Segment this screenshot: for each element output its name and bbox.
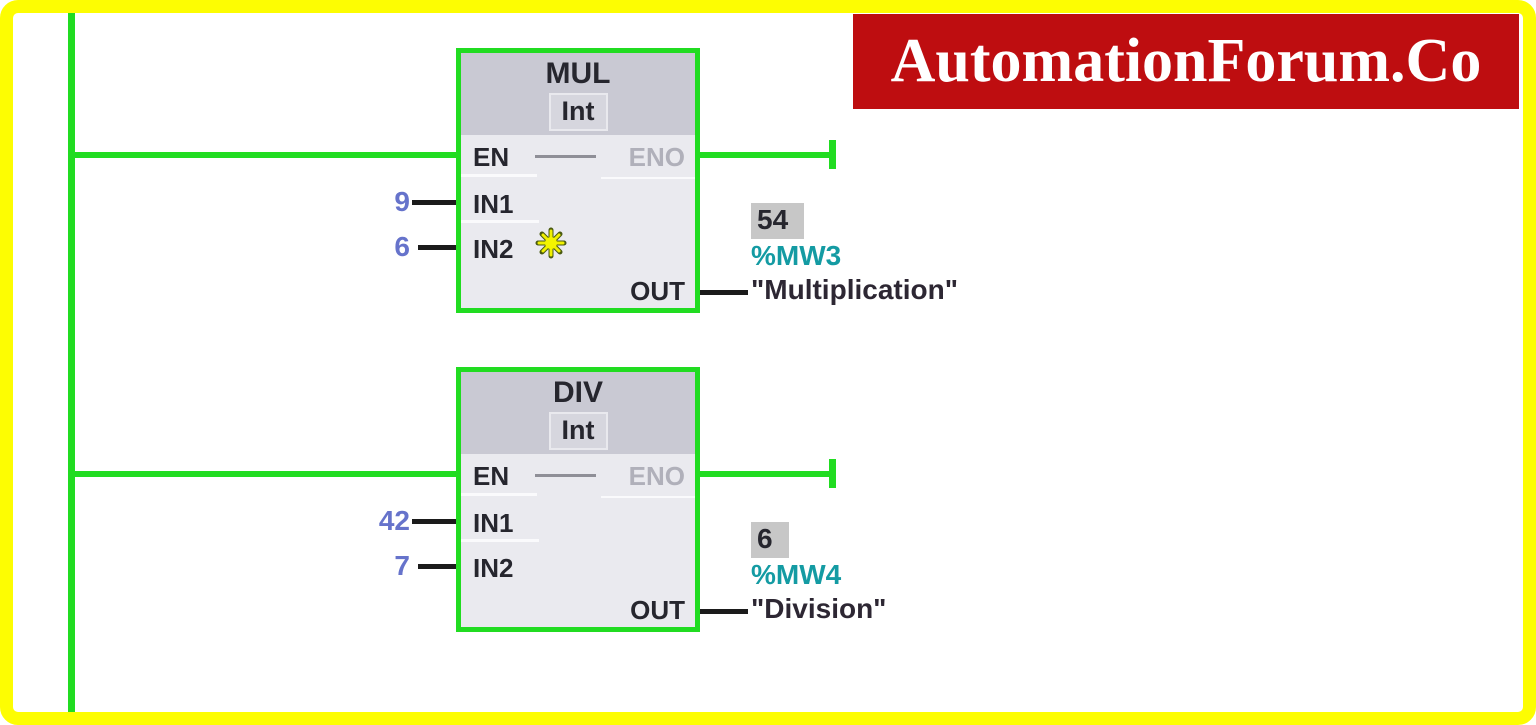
en-eno-link bbox=[535, 155, 596, 158]
function-block-mul[interactable]: MUL Int EN ENO IN1 IN2 bbox=[456, 48, 700, 313]
pin-in1[interactable]: IN1 bbox=[473, 508, 514, 538]
wire-end-terminal bbox=[829, 140, 836, 169]
out-wire bbox=[699, 290, 748, 295]
modified-star-icon bbox=[535, 227, 567, 259]
pin-eno[interactable]: ENO bbox=[628, 142, 685, 172]
in2-value[interactable]: 7 bbox=[394, 550, 410, 581]
en-wire bbox=[69, 152, 457, 158]
separator bbox=[461, 539, 539, 542]
operand-address[interactable]: %MW4 bbox=[751, 559, 842, 590]
separator bbox=[461, 174, 537, 177]
operand-symbol[interactable]: "Division" bbox=[751, 593, 887, 624]
network-mul: 9 6 MUL Int EN ENO IN1 IN2 bbox=[0, 48, 1536, 338]
pin-out[interactable]: OUT bbox=[630, 595, 685, 625]
pin-en[interactable]: EN bbox=[473, 461, 510, 491]
in2-value[interactable]: 6 bbox=[394, 231, 410, 262]
eno-wire bbox=[699, 471, 832, 477]
en-eno-link bbox=[535, 474, 596, 477]
wire-end-terminal bbox=[829, 459, 836, 488]
block-datatype[interactable]: Int bbox=[548, 412, 608, 450]
pin-out[interactable]: OUT bbox=[630, 276, 685, 306]
block-header: DIV Int bbox=[461, 372, 695, 454]
pin-in2[interactable]: IN2 bbox=[473, 234, 514, 264]
block-title[interactable]: DIV bbox=[552, 376, 603, 409]
eno-wire bbox=[699, 152, 832, 158]
pin-in2[interactable]: IN2 bbox=[473, 553, 514, 583]
in2-wire bbox=[418, 564, 457, 569]
watermark-text: AutomationForum.Co bbox=[890, 27, 1482, 95]
pin-en[interactable]: EN bbox=[473, 142, 510, 172]
separator bbox=[601, 177, 695, 179]
monitor-value[interactable]: 6 bbox=[751, 522, 789, 558]
in1-value[interactable]: 9 bbox=[394, 186, 410, 217]
network-div: 42 7 DIV Int EN ENO IN1 IN2 OUT 6 %MW4 "… bbox=[0, 367, 1536, 657]
output-annotation: 54 %MW3 "Multiplication" bbox=[751, 203, 958, 307]
in2-wire bbox=[418, 245, 457, 250]
operand-symbol[interactable]: "Multiplication" bbox=[751, 274, 958, 305]
separator bbox=[461, 493, 537, 496]
out-wire bbox=[699, 609, 748, 614]
block-body: EN ENO IN1 IN2 OUT bbox=[461, 454, 695, 627]
pin-eno[interactable]: ENO bbox=[628, 461, 685, 491]
block-datatype[interactable]: Int bbox=[548, 93, 608, 131]
power-rail bbox=[68, 13, 75, 712]
block-header: MUL Int bbox=[461, 53, 695, 135]
separator bbox=[601, 496, 695, 498]
output-annotation: 6 %MW4 "Division" bbox=[751, 522, 886, 626]
operand-address[interactable]: %MW3 bbox=[751, 240, 842, 271]
pin-in1[interactable]: IN1 bbox=[473, 189, 514, 219]
en-wire bbox=[69, 471, 457, 477]
block-title[interactable]: MUL bbox=[545, 57, 611, 90]
in1-wire bbox=[412, 519, 457, 524]
monitor-value[interactable]: 54 bbox=[751, 203, 805, 239]
in1-wire bbox=[412, 200, 457, 205]
in1-value[interactable]: 42 bbox=[378, 505, 410, 536]
separator bbox=[461, 220, 539, 223]
block-body: EN ENO IN1 IN2 bbox=[461, 135, 695, 308]
function-block-div[interactable]: DIV Int EN ENO IN1 IN2 OUT bbox=[456, 367, 700, 632]
watermark-banner: AutomationForum.Co bbox=[853, 14, 1519, 109]
